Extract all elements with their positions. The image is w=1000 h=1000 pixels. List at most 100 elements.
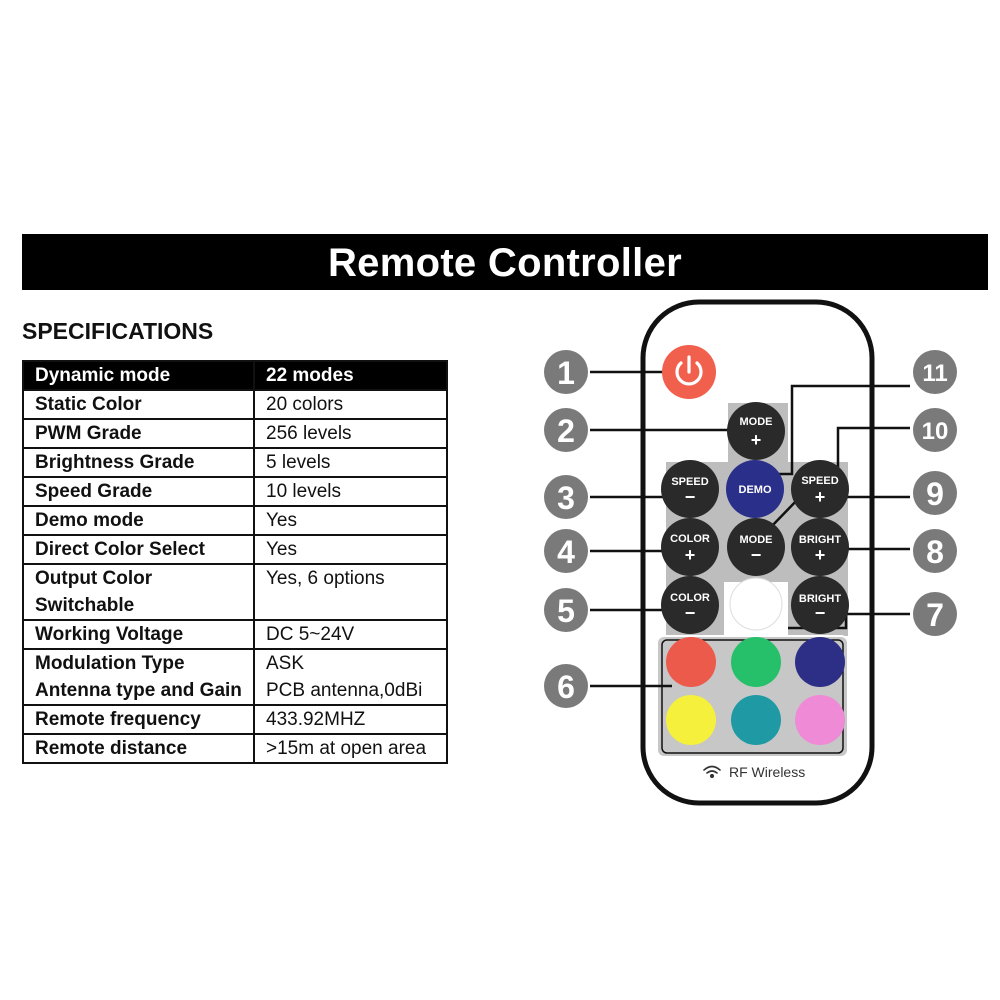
leader-line-7	[788, 612, 910, 630]
leader-line-10	[836, 426, 910, 488]
specifications-heading: SPECIFICATIONS	[22, 318, 214, 344]
callout-4: 4	[544, 529, 588, 573]
bright-plus-button[interactable]: BRIGHT +	[791, 518, 849, 576]
power-button-face[interactable]	[662, 345, 716, 399]
callout-number: 7	[926, 597, 944, 633]
spec-key: Direct Color Select	[22, 534, 255, 565]
color-panel-inner	[661, 639, 844, 754]
bright-minus-label: BRIGHT	[799, 593, 841, 605]
wifi-icon	[703, 765, 721, 779]
power-icon	[675, 361, 703, 386]
mode-plus-button-face[interactable]	[727, 402, 785, 460]
power-button[interactable]	[662, 345, 716, 399]
callout-circle	[913, 592, 957, 636]
spec-value: Yes	[253, 505, 448, 536]
demo-button[interactable]: DEMO	[726, 460, 784, 518]
speed-minus-button-face[interactable]	[661, 460, 719, 518]
spec-value-line: ASK	[266, 653, 305, 674]
callout-2: 2	[544, 408, 588, 452]
minus-icon: −	[685, 603, 696, 623]
demo-button-face[interactable]	[726, 460, 784, 518]
leader-line-11	[770, 384, 910, 476]
plus-icon: +	[685, 545, 696, 565]
callout-circle	[913, 408, 957, 452]
spec-value-line: PCB antenna,0dBi	[266, 680, 423, 701]
callout-11: 11	[913, 350, 957, 394]
spec-value: 5 levels	[253, 447, 448, 478]
title-banner: Remote Controller	[22, 234, 988, 290]
callout-circle	[544, 350, 588, 394]
speed-minus-button[interactable]: SPEED −	[661, 460, 719, 518]
callout-number: 8	[926, 534, 944, 570]
callout-1: 1	[544, 350, 588, 394]
color-plus-button[interactable]: COLOR +	[661, 518, 719, 576]
table-row: PWM Grade 256 levels	[22, 418, 448, 449]
color-white-button[interactable]	[729, 577, 783, 631]
plus-icon: +	[815, 487, 826, 507]
bright-plus-button-face[interactable]	[791, 518, 849, 576]
mode-minus-button[interactable]: MODE −	[727, 518, 785, 576]
color-cyan-button[interactable]	[731, 695, 781, 745]
table-row: Output Color Switchable Yes, 6 options	[22, 563, 448, 621]
callout-number: 2	[557, 413, 575, 449]
color-minus-label: COLOR	[670, 592, 710, 604]
table-row: Brightness Grade 5 levels	[22, 447, 448, 478]
callout-number: 1	[557, 355, 575, 391]
color-minus-button-face[interactable]	[661, 576, 719, 634]
spec-key: Modulation Type Antenna type and Gain	[22, 648, 255, 706]
spec-value: >15m at open area	[253, 733, 448, 764]
spec-key: PWM Grade	[22, 418, 255, 449]
spec-value: 256 levels	[253, 418, 448, 449]
minus-icon: −	[815, 603, 826, 623]
callout-number: 6	[557, 669, 575, 705]
plus-icon: +	[815, 545, 826, 565]
speed-plus-button-face[interactable]	[791, 460, 849, 518]
callout-9: 9	[913, 471, 957, 515]
table-row: Direct Color Select Yes	[22, 534, 448, 565]
mode-plus-button[interactable]: MODE +	[727, 402, 785, 460]
color-pink-button[interactable]	[795, 695, 845, 745]
color-green-button[interactable]	[731, 637, 781, 687]
key-panel	[666, 403, 848, 636]
table-row: Static Color 20 colors	[22, 389, 448, 420]
minus-icon: −	[751, 545, 762, 565]
leader-lines	[590, 370, 910, 688]
speed-plus-button[interactable]: SPEED +	[791, 460, 849, 518]
table-row: Speed Grade 10 levels	[22, 476, 448, 507]
color-red-button[interactable]	[666, 637, 716, 687]
callout-number: 9	[926, 476, 944, 512]
mode-minus-button-face[interactable]	[727, 518, 785, 576]
remote-body	[640, 299, 875, 806]
bright-minus-button-face[interactable]	[791, 576, 849, 634]
spec-value: 22 modes	[253, 360, 448, 391]
spec-key: Brightness Grade	[22, 447, 255, 478]
color-panel	[656, 635, 849, 758]
callout-7: 7	[913, 592, 957, 636]
table-row: Working Voltage DC 5~24V	[22, 619, 448, 650]
mode-minus-label: MODE	[740, 534, 773, 546]
callout-5: 5	[544, 588, 588, 632]
callout-number: 3	[557, 480, 575, 516]
plus-icon: +	[751, 430, 762, 450]
color-blue-button[interactable]	[795, 637, 845, 687]
spec-value: Yes, 6 options	[253, 563, 448, 621]
spec-value: DC 5~24V	[253, 619, 448, 650]
spec-key: Demo mode	[22, 505, 255, 536]
table-row: Demo mode Yes	[22, 505, 448, 536]
callout-circle	[544, 664, 588, 708]
color-minus-button[interactable]: COLOR −	[661, 576, 719, 634]
spec-key-line: Modulation Type	[35, 653, 185, 674]
spec-key: Speed Grade	[22, 476, 255, 507]
bright-minus-button[interactable]: BRIGHT −	[791, 576, 849, 634]
spec-value: 433.92MHZ	[253, 704, 448, 735]
callout-number: 10	[922, 418, 949, 445]
spec-key-line: Output Color	[35, 568, 153, 589]
color-plus-button-face[interactable]	[661, 518, 719, 576]
spec-key: Remote distance	[22, 733, 255, 764]
color-yellow-button[interactable]	[666, 695, 716, 745]
callout-10: 10	[913, 408, 957, 452]
speed-minus-label: SPEED	[671, 476, 708, 488]
minus-icon: −	[685, 487, 696, 507]
color-plus-label: COLOR	[670, 533, 710, 545]
callout-number: 5	[557, 593, 575, 629]
